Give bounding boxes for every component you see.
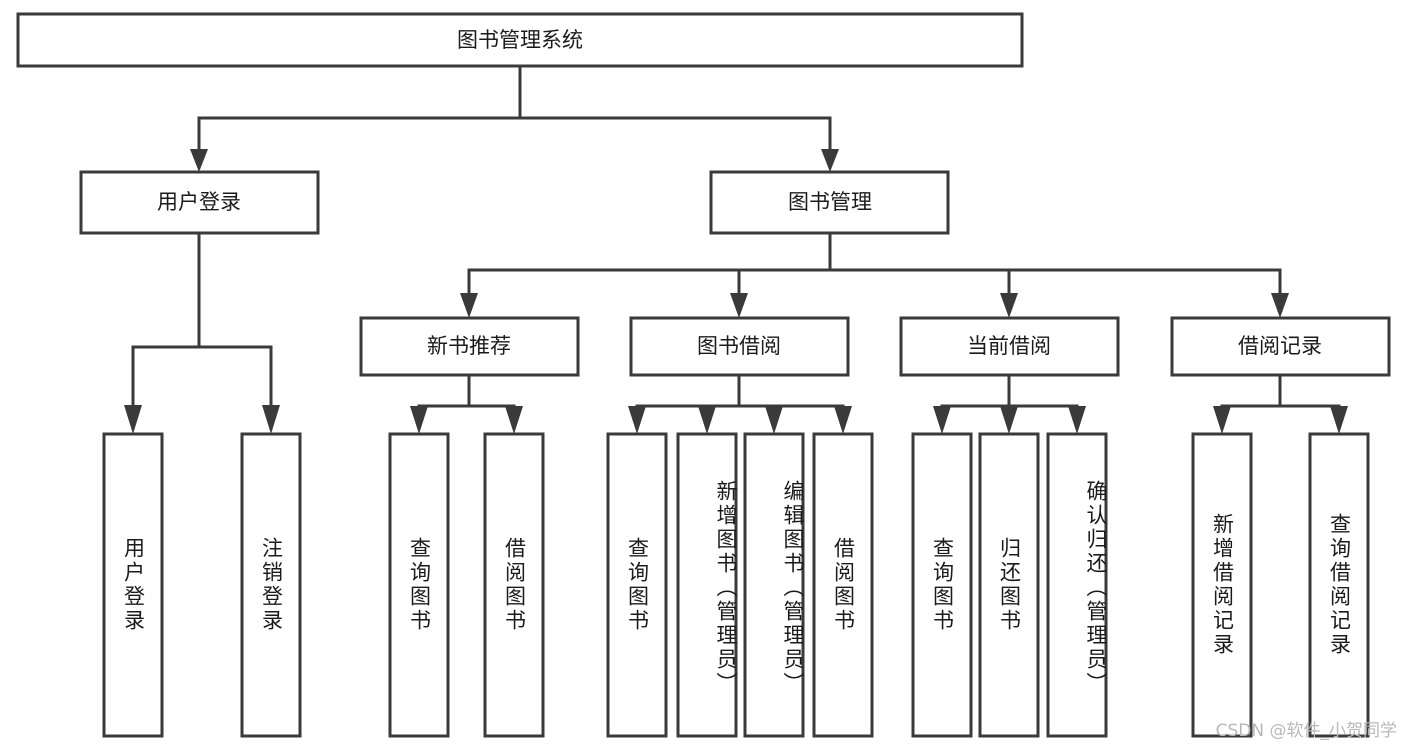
connector-book-manage-to-level3	[460, 231, 1289, 318]
connector-new-book-recommend-to-leaves	[410, 373, 523, 434]
leaf-box-br-1[interactable]	[1308, 432, 1370, 738]
node-book-borrow-label: 图书借阅	[697, 334, 781, 358]
node-user-login-label: 用户登录	[157, 190, 241, 214]
leaf-box-ul-0[interactable]	[102, 432, 164, 738]
connector-borrow-record-to-leaves	[1213, 373, 1348, 434]
arrow-head-br-0	[1213, 406, 1231, 434]
arrow-head-br-1	[1330, 406, 1348, 434]
leaf-box-bb-0[interactable]	[606, 432, 668, 738]
connector-user-login-to-leaves	[124, 231, 280, 434]
node-new-book-recommend-label: 新书推荐	[427, 334, 511, 358]
node-book-borrow-box[interactable]	[629, 316, 850, 377]
node-root-box[interactable]	[16, 12, 1024, 68]
leaf-box-br-0[interactable]	[1191, 432, 1253, 738]
arrow-head-nbr-0	[410, 406, 428, 434]
arrow-head-cb-0	[933, 406, 951, 434]
leaf-box-nbr-1[interactable]	[483, 432, 545, 738]
leaf-box-bb-3[interactable]	[812, 432, 874, 738]
arrow-head-user-login	[190, 149, 208, 172]
node-current-borrow[interactable]: 当前借阅	[899, 316, 1120, 377]
leaf-box-cb-0[interactable]	[911, 432, 973, 738]
node-borrow-record[interactable]: 借阅记录	[1170, 316, 1391, 377]
leaf-box-nbr-0[interactable]	[388, 432, 450, 738]
node-new-book-recommend-box[interactable]	[359, 316, 580, 377]
leaf-box-cb-1[interactable]	[978, 432, 1040, 738]
node-current-borrow-box[interactable]	[899, 316, 1120, 377]
node-book-borrow[interactable]: 图书借阅	[629, 316, 850, 377]
arrow-head-ul-leaf-1	[262, 405, 280, 434]
arrow-head-nbr-1	[505, 406, 523, 434]
leaf-box-bb-2[interactable]	[743, 432, 805, 738]
node-book-manage-label: 图书管理	[788, 190, 872, 214]
arrow-head-l3-3	[1271, 293, 1289, 318]
arrow-head-l3-0	[460, 293, 478, 318]
arrow-head-bb-2	[765, 406, 783, 434]
node-borrow-record-box[interactable]	[1170, 316, 1391, 377]
leaf-box-ul-1[interactable]	[240, 432, 302, 738]
arrow-head-cb-2	[1068, 406, 1086, 434]
arrow-head-cb-1	[1000, 406, 1018, 434]
arrow-head-l3-2	[1000, 293, 1018, 318]
leaf-box-bb-1[interactable]	[676, 432, 738, 738]
arrow-head-ul-leaf-0	[124, 405, 142, 434]
node-borrow-record-label: 借阅记录	[1238, 334, 1322, 358]
arrow-head-bb-0	[628, 406, 646, 434]
arrow-head-l3-1	[730, 293, 748, 318]
connector-book-borrow-to-leaves	[628, 373, 852, 434]
leaf-box-cb-2[interactable]	[1046, 432, 1108, 738]
arrow-head-bb-1	[698, 406, 716, 434]
connector-current-borrow-to-leaves	[933, 373, 1086, 434]
node-new-book-recommend[interactable]: 新书推荐	[359, 316, 580, 377]
arrow-head-book-manage	[821, 149, 839, 172]
node-root[interactable]: 图书管理系统	[16, 12, 1024, 68]
connector-root-to-level2	[190, 64, 839, 172]
arrow-head-bb-3	[834, 406, 852, 434]
node-book-manage[interactable]: 图书管理	[709, 170, 950, 235]
node-user-login[interactable]: 用户登录	[79, 170, 320, 235]
node-current-borrow-label: 当前借阅	[967, 334, 1051, 358]
node-book-manage-box[interactable]	[709, 170, 950, 235]
node-root-label: 图书管理系统	[457, 28, 583, 52]
